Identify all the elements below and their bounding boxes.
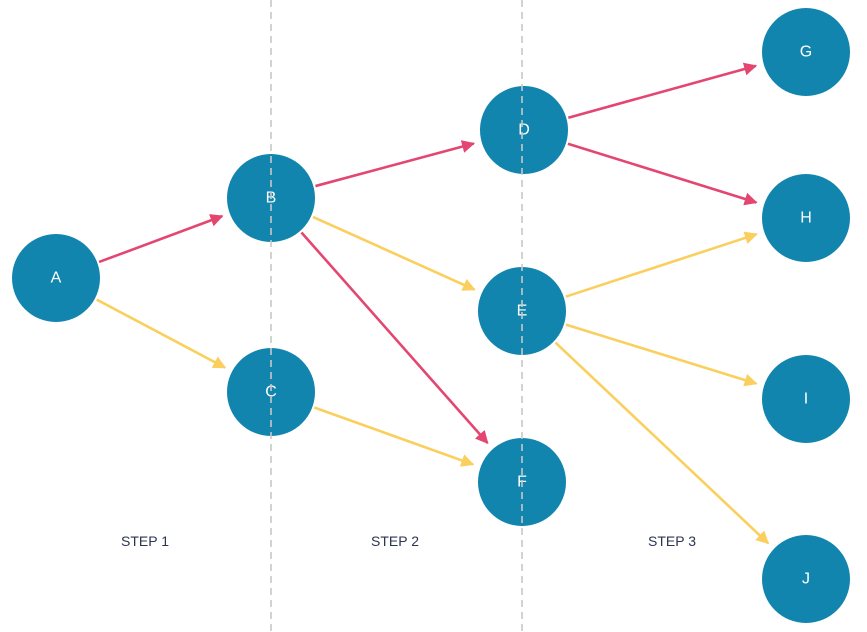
node-circle: [227, 348, 315, 436]
edge-B-F: [300, 231, 489, 445]
node-circle: [762, 8, 850, 96]
node-circle: [478, 267, 566, 355]
node-label: A: [51, 270, 62, 287]
edge-A-B: [98, 214, 224, 264]
node-circle: [12, 234, 100, 322]
node-G: G: [762, 8, 850, 96]
step-label-1: STEP 1: [121, 533, 169, 549]
node-circle: [762, 174, 850, 262]
edge-E-I: [565, 323, 758, 387]
edges-layer: [96, 62, 770, 545]
node-C: C: [227, 348, 315, 436]
step-label-2: STEP 2: [371, 533, 419, 549]
node-label: C: [265, 384, 277, 401]
edge-B-E: [312, 215, 476, 291]
edge-B-D: [315, 140, 476, 188]
node-circle: [480, 86, 568, 174]
steps-layer: STEP 1 STEP 2 STEP 3: [121, 533, 696, 549]
node-circle: [762, 535, 850, 623]
edge-A-C: [96, 298, 227, 369]
step-label-3: STEP 3: [648, 533, 696, 549]
edge-D-G: [567, 62, 758, 119]
node-I: I: [762, 355, 850, 443]
nodes-layer: ABCDEFGHIJ: [12, 8, 850, 623]
edge-D-H: [567, 142, 758, 206]
node-A: A: [12, 234, 100, 322]
node-label: H: [800, 210, 812, 227]
node-J: J: [762, 535, 850, 623]
dividers-layer: [270, 0, 523, 632]
edge-C-F: [313, 406, 475, 467]
node-label: J: [802, 571, 810, 588]
edge-E-H: [565, 231, 758, 298]
node-D: D: [480, 86, 568, 174]
node-label: D: [518, 122, 530, 139]
node-circle: [762, 355, 850, 443]
node-H: H: [762, 174, 850, 262]
edge-E-J: [554, 341, 770, 545]
node-E: E: [478, 267, 566, 355]
node-label: E: [517, 303, 528, 320]
node-label: I: [804, 391, 808, 408]
node-label: G: [800, 44, 812, 61]
